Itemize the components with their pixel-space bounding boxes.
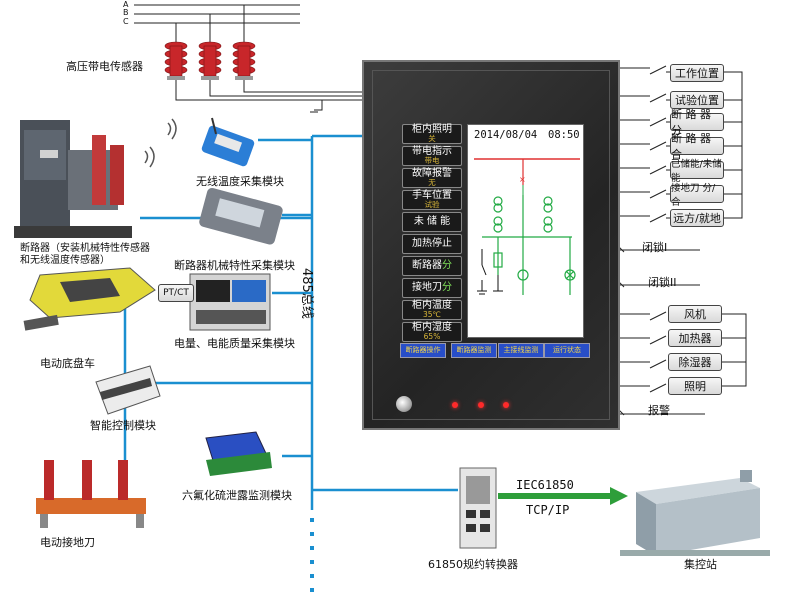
converter-image <box>459 467 497 549</box>
led-indicator-2 <box>478 402 484 408</box>
menu-btn-ground-knife[interactable]: 接地刀分 <box>402 278 462 298</box>
protocol-iec61850: IEC61850 <box>516 478 574 492</box>
box-breaker-open: 断 路 器 分 <box>670 108 724 137</box>
pt-ct-box: PT/CT <box>158 284 194 302</box>
station-image <box>620 470 770 556</box>
soft-btn-breaker-monitor[interactable]: 断路器监测 <box>451 343 497 358</box>
smart-ctrl-image <box>95 365 161 415</box>
menu-btn-fault-alarm[interactable]: 故障报警无 <box>402 168 462 188</box>
soft-btn-breaker-op[interactable]: 断路器操作 <box>400 343 446 358</box>
lock1-label: 闭锁I <box>642 241 668 254</box>
hv-sensor-insulators <box>164 41 256 80</box>
box-work-position: 工作位置 <box>670 64 724 82</box>
ir-sensor-icon <box>396 396 412 412</box>
menu-btn-breaker[interactable]: 断路器分 <box>402 256 462 276</box>
menu-btn-trolley-pos[interactable]: 手车位置试验 <box>402 190 462 210</box>
svg-text:×: × <box>519 175 526 184</box>
hv-sensor-label: 高压带电传感器 <box>66 60 143 73</box>
ground-switch-label: 电动接地刀 <box>40 536 95 549</box>
chassis-label: 电动底盘车 <box>40 357 95 370</box>
menu-btn-heat-stop[interactable]: 加热停止 <box>402 234 462 254</box>
box-charged: 已储能/未储能 <box>670 159 724 184</box>
station-label: 集控站 <box>684 558 717 571</box>
single-line-diagram: × <box>474 158 580 295</box>
box-fan: 风机 <box>668 305 722 323</box>
soft-btn-main-wiring[interactable]: 主接线监测 <box>498 343 544 358</box>
led-indicator-1 <box>452 402 458 408</box>
box-remote-local: 远方/就地 <box>670 209 724 227</box>
sf6-image <box>205 431 272 476</box>
box-lighting: 照明 <box>668 377 722 395</box>
bus-485-label: 485总线 <box>299 268 314 319</box>
breaker-label: 断路器（安装机械特性传感器和无线温度传感器） <box>20 243 150 266</box>
smart-ctrl-label: 智能控制模块 <box>90 419 156 432</box>
box-ground-knife: 接地刀 分/合 <box>670 183 724 208</box>
phase-c-label: C <box>123 17 129 26</box>
wireless-temp-image <box>201 117 255 167</box>
box-test-position: 试验位置 <box>670 91 724 109</box>
alarm-label: 报警 <box>648 404 670 417</box>
breaker-mech-label: 断路器机械特性采集模块 <box>174 259 295 272</box>
breaker-image <box>14 120 132 238</box>
phase-b-label: B <box>123 8 129 17</box>
protocol-tcpip: TCP/IP <box>526 503 570 517</box>
ground-switch-image <box>36 460 146 528</box>
menu-btn-live-indicator[interactable]: 带电指示带电 <box>402 146 462 166</box>
box-heater: 加热器 <box>668 329 722 347</box>
breaker-mech-image <box>199 187 283 245</box>
converter-label: 61850规约转换器 <box>428 558 518 571</box>
power-quality-label: 电量、电能质量采集模块 <box>174 337 295 350</box>
box-dehumidifier: 除湿器 <box>668 353 722 371</box>
screen-date: 2014/08/04 <box>474 129 538 141</box>
lock2-label: 闭锁II <box>648 276 677 289</box>
menu-btn-light[interactable]: 柜内照明关 <box>402 124 462 144</box>
chassis-image <box>23 267 156 331</box>
device-screen: 2014/08/04 08:50 × <box>467 124 584 338</box>
wireless-temp-label: 无线温度采集模块 <box>196 175 284 188</box>
led-indicator-3 <box>503 402 509 408</box>
menu-btn-uncharged[interactable]: 未 储 能 <box>402 212 462 232</box>
sf6-label: 六氟化硫泄露监测模块 <box>182 489 292 502</box>
phase-a-label: A <box>123 0 129 9</box>
power-quality-image <box>189 273 271 331</box>
box-breaker-close: 断 路 器 合 <box>670 132 724 161</box>
screen-time: 08:50 <box>548 129 580 141</box>
soft-btn-run-status[interactable]: 运行状态 <box>544 343 590 358</box>
